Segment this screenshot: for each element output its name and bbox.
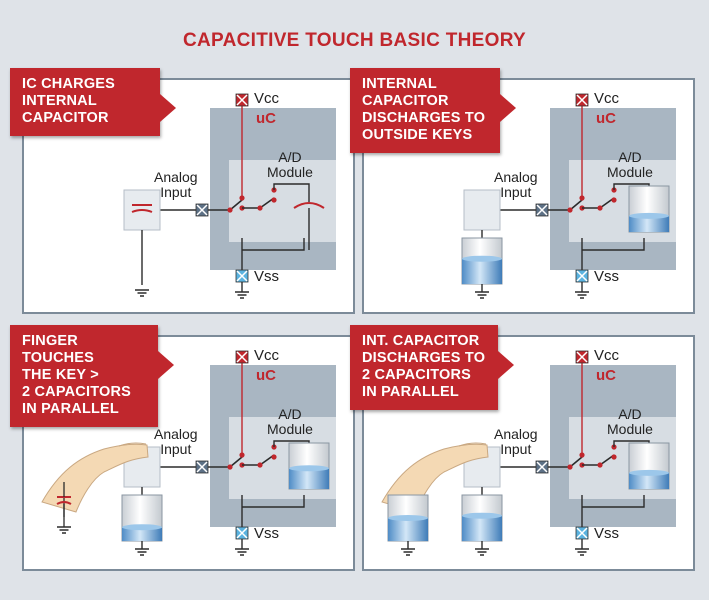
internal-capacitor bbox=[628, 185, 670, 233]
uc-label: uC bbox=[596, 367, 616, 384]
page-title: CAPACITIVE TOUCH BASIC THEORY bbox=[183, 30, 526, 51]
switch-contact bbox=[567, 464, 573, 470]
analog-input-label: Analog Input bbox=[494, 426, 538, 457]
internal-ground-wire bbox=[242, 238, 305, 251]
vcc-pin-icon bbox=[235, 350, 249, 364]
key-capacitor bbox=[461, 494, 503, 542]
vss-pin-icon bbox=[235, 269, 249, 283]
analog-input-label: Analog Input bbox=[494, 169, 538, 200]
ground-symbol bbox=[475, 548, 489, 556]
diagram-panel: Vcc uC Vss Analog Input A/D Module INT. CAPAC… bbox=[350, 325, 695, 571]
step-banner: IC CHARGES INTERNAL CAPACITOR bbox=[10, 68, 176, 136]
ad-module-label: A/D Module bbox=[607, 149, 653, 180]
switch-arm bbox=[229, 199, 243, 211]
switch-contact bbox=[257, 462, 263, 468]
switch-contact bbox=[567, 207, 573, 213]
vcc-label: Vcc bbox=[254, 347, 280, 364]
switch-contact bbox=[611, 454, 617, 460]
vss-label: Vss bbox=[594, 268, 620, 285]
vcc-label: Vcc bbox=[594, 347, 620, 364]
uc-label: uC bbox=[256, 110, 276, 127]
ground-symbol bbox=[401, 548, 415, 556]
ground-symbol bbox=[235, 548, 249, 556]
ad-module-label: A/D Module bbox=[267, 406, 313, 437]
switch-contact bbox=[579, 195, 585, 201]
vss-label: Vss bbox=[254, 268, 280, 285]
diagram-panel: Vcc uC Vss Analog Input A/D Module IC CHARGES… bbox=[10, 68, 355, 314]
vss-label: Vss bbox=[594, 525, 620, 542]
ground-symbol bbox=[575, 548, 589, 556]
analog-input-pin-icon bbox=[535, 203, 549, 217]
step-banner: INT. CAPACITOR DISCHARGES TO 2 CAPACITOR… bbox=[350, 325, 514, 410]
circuit-diagram bbox=[461, 93, 676, 299]
ad-module-block bbox=[229, 160, 336, 242]
internal-ground-wire bbox=[582, 238, 645, 251]
vcc-pin-icon bbox=[235, 93, 249, 107]
analog-input-label: Analog Input bbox=[154, 169, 198, 200]
key-capacitor bbox=[461, 237, 503, 285]
analog-input-label: Analog Input bbox=[154, 426, 198, 457]
ground-symbol bbox=[575, 291, 589, 299]
vcc-label: Vcc bbox=[594, 90, 620, 107]
switch-contact bbox=[227, 464, 233, 470]
switch-contact bbox=[239, 195, 245, 201]
switch-contact bbox=[239, 452, 245, 458]
switch-contact bbox=[271, 454, 277, 460]
diagram-panel: Vcc uC Vss Analog Input A/D Module FINGER TOU… bbox=[10, 325, 355, 571]
analog-input-pin-icon bbox=[195, 203, 209, 217]
step-banner: INTERNAL CAPACITOR DISCHARGES TO OUTSIDE… bbox=[350, 68, 516, 153]
switch-contact bbox=[597, 462, 603, 468]
key-capacitor bbox=[131, 209, 153, 213]
switch-contact bbox=[611, 197, 617, 203]
ground-symbol bbox=[135, 548, 149, 556]
switch-contact bbox=[579, 452, 585, 458]
switch-contact bbox=[271, 197, 277, 203]
switch-arm bbox=[569, 199, 583, 211]
vss-pin-icon bbox=[235, 526, 249, 540]
ground-symbol bbox=[135, 289, 149, 297]
vcc-label: Vcc bbox=[254, 90, 280, 107]
touch-key bbox=[463, 189, 501, 231]
analog-input-pin-icon bbox=[535, 460, 549, 474]
switch-contact bbox=[227, 207, 233, 213]
ground-symbol bbox=[235, 291, 249, 299]
switch-arm bbox=[229, 456, 243, 468]
internal-ground-wire bbox=[242, 495, 305, 508]
step-banner: FINGER TOUCHES THE KEY > 2 CAPACITORS IN… bbox=[10, 325, 174, 427]
vss-label: Vss bbox=[254, 525, 280, 542]
switch-arm bbox=[569, 456, 583, 468]
vss-pin-icon bbox=[575, 526, 589, 540]
key-capacitor bbox=[121, 494, 163, 542]
circuit-diagram bbox=[123, 93, 336, 299]
ground-symbol bbox=[475, 291, 489, 299]
circuit-diagram bbox=[381, 350, 676, 556]
switch-contact bbox=[257, 205, 263, 211]
vcc-pin-icon bbox=[575, 93, 589, 107]
ad-wire bbox=[273, 183, 310, 202]
uc-label: uC bbox=[256, 367, 276, 384]
ad-module-label: A/D Module bbox=[267, 149, 313, 180]
ad-module-label: A/D Module bbox=[607, 406, 653, 437]
finger-capacitor bbox=[387, 494, 429, 542]
vss-pin-icon bbox=[575, 269, 589, 283]
uc-label: uC bbox=[596, 110, 616, 127]
switch-contact bbox=[597, 205, 603, 211]
internal-capacitor bbox=[628, 442, 670, 490]
diagram-panel: Vcc uC Vss Analog Input A/D Module INTERNAL C… bbox=[350, 68, 695, 314]
finger-illustration bbox=[41, 442, 149, 527]
analog-input-pin-icon bbox=[195, 460, 209, 474]
vcc-pin-icon bbox=[575, 350, 589, 364]
ground-symbol bbox=[57, 526, 71, 534]
internal-capacitor bbox=[288, 442, 330, 490]
internal-ground-wire bbox=[582, 495, 645, 508]
internal-capacitor bbox=[293, 202, 325, 209]
circuit-diagram bbox=[41, 350, 336, 556]
